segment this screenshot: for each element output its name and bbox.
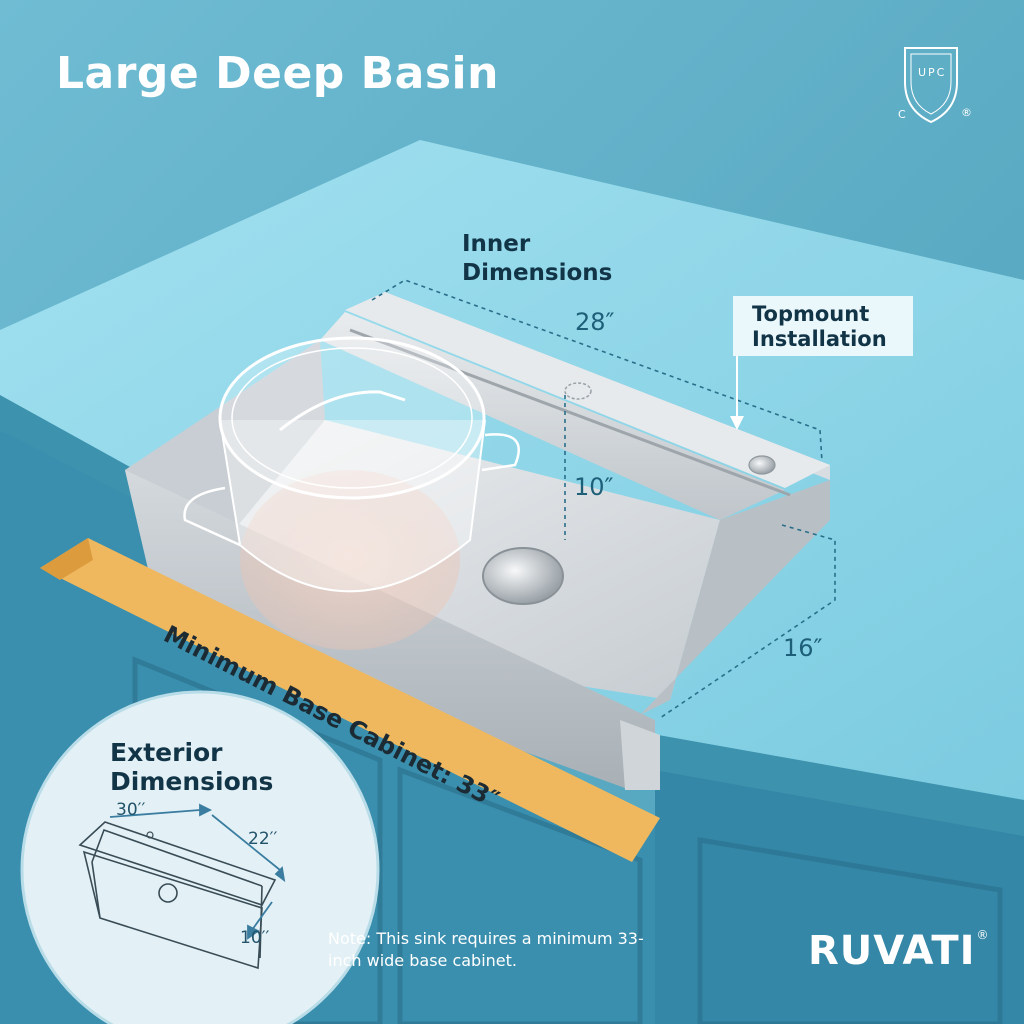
inner-dimensions-label: Inner Dimensions [462, 231, 613, 286]
inner-length-label: 28″ [575, 308, 615, 336]
exterior-length-label: 30′′ [116, 800, 146, 820]
brand-logo: RUVATI® [808, 928, 990, 974]
cabinet-door-panel [697, 837, 1003, 1024]
exterior-inset-circle [20, 690, 380, 1024]
exterior-dimensions-label: Exterior Dimensions [110, 738, 274, 796]
sink-back-deck [345, 292, 830, 488]
brand-name: RUVATI [808, 928, 976, 974]
cabinet-ribbon-edge [40, 538, 93, 580]
topmount-callout-box [733, 296, 913, 356]
exterior-drain-icon [158, 883, 178, 903]
pot-illustration [183, 336, 520, 650]
drain [482, 547, 564, 605]
soap-dispenser-cap [748, 455, 776, 475]
exterior-faucet-hole-icon [146, 831, 154, 839]
exterior-sink-sketch [78, 821, 277, 970]
upc-shield-icon [904, 47, 958, 124]
inner-width-label: 16″ [783, 634, 823, 662]
inner-depth-label: 10″ [574, 473, 614, 501]
sink-rail [349, 328, 791, 497]
exterior-dimension-arrows [109, 803, 286, 940]
countertop-left-edge [0, 395, 150, 512]
exterior-width-label: 22′′ [248, 829, 278, 849]
cabinet-note: Note: This sink requires a minimum 33-in… [328, 929, 644, 970]
inner-dimension-lines [371, 279, 836, 719]
topmount-installation-label: Topmount Installation [752, 302, 887, 351]
upc-shield-inner [910, 53, 952, 115]
exterior-depth-label: 10′′ [240, 928, 270, 948]
brand-registered-mark: ® [976, 928, 990, 942]
countertop-right-edge [630, 730, 1024, 836]
cabinet-right [655, 770, 1024, 1024]
page-title: Large Deep Basin [56, 48, 499, 99]
faucet-hole-outline [564, 382, 592, 400]
topmount-arrow-head [730, 416, 744, 430]
sink-right-wall [640, 480, 830, 715]
cabinet-ribbon [40, 538, 660, 862]
certification-mark: UPC [918, 66, 947, 79]
sink-front-flange [620, 720, 660, 790]
cabinet-door-panel [397, 766, 643, 1024]
certification-letter: C [898, 108, 906, 121]
sink-back-wall [320, 312, 785, 520]
certification-registered: ® [961, 106, 972, 119]
